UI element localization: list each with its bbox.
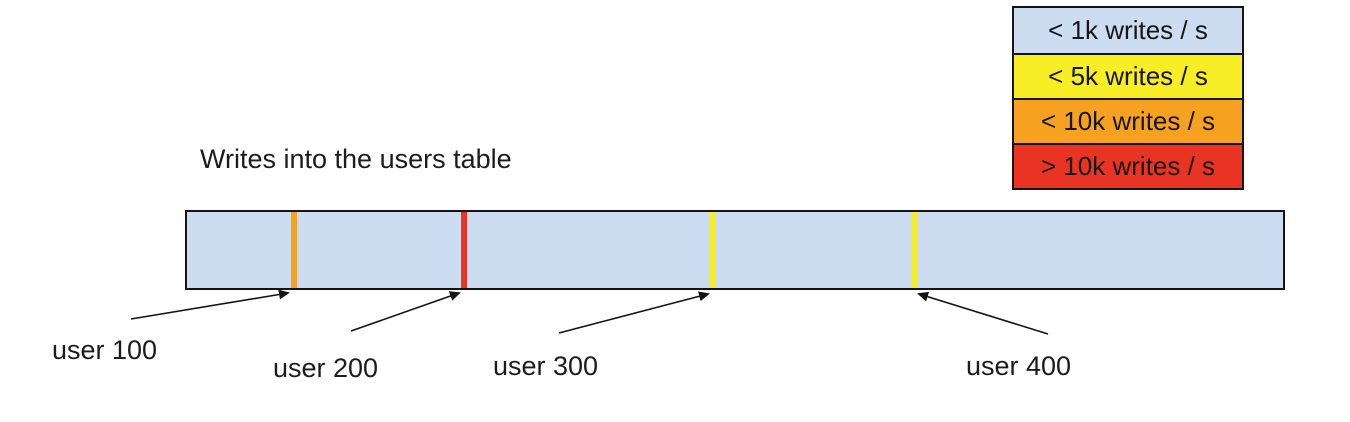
legend-row-gt-10k: > 10k writes / s [1014, 143, 1242, 188]
arrow-user-300 [558, 291, 710, 334]
label-user-200: user 200 [273, 353, 379, 383]
legend-label-gt-10k: > 10k writes / s [1040, 151, 1216, 181]
label-user-100: user 100 [52, 335, 158, 365]
users-table-bar [185, 210, 1285, 290]
label-user-400: user 400 [966, 351, 1072, 381]
marker-user-300 [709, 212, 716, 288]
legend-row-lt-1k: < 1k writes / s [1014, 8, 1242, 53]
marker-user-200 [461, 212, 467, 288]
legend-row-lt-5k: < 5k writes / s [1014, 53, 1242, 98]
arrow-user-200 [350, 291, 461, 332]
legend-label-lt-1k: < 1k writes / s [1048, 15, 1208, 45]
legend-row-lt-10k: < 10k writes / s [1014, 98, 1242, 143]
marker-user-100 [291, 212, 298, 288]
legend-label-lt-5k: < 5k writes / s [1048, 61, 1208, 91]
marker-user-400 [911, 212, 918, 288]
legend: < 1k writes / s < 5k writes / s < 10k wr… [1012, 6, 1244, 190]
arrow-user-100 [130, 289, 290, 320]
legend-label-lt-10k: < 10k writes / s [1040, 106, 1216, 136]
diagram-title: Writes into the users table [200, 144, 512, 174]
arrow-user-400 [917, 291, 1049, 335]
label-user-300: user 300 [493, 351, 599, 381]
